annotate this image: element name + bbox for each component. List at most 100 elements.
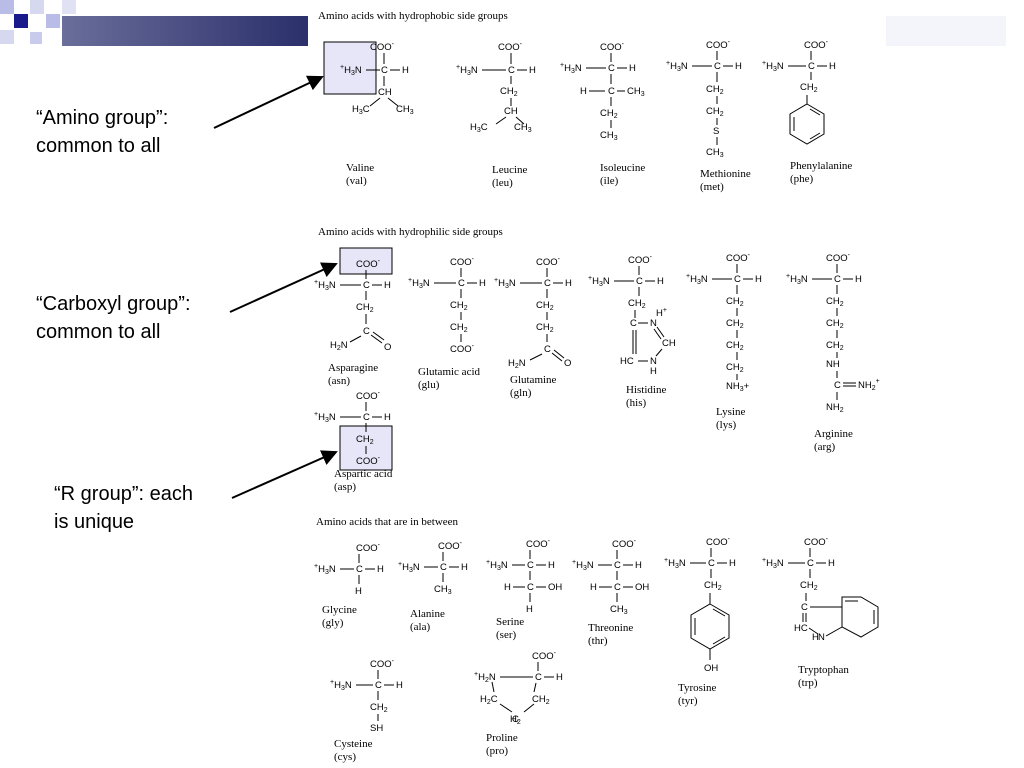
svg-text:NH2: NH2: [826, 402, 844, 414]
svg-text:H2N: H2N: [330, 340, 348, 352]
svg-text:H: H: [629, 63, 636, 74]
svg-text:C: C: [458, 278, 465, 289]
svg-text:NH2+: NH2+: [858, 378, 880, 392]
label-valine: Valine(val): [346, 162, 375, 187]
svg-text:C: C: [630, 318, 637, 329]
svg-text:COO-: COO-: [438, 540, 463, 552]
decor-square-light: [0, 30, 14, 44]
label-phenylalanine: Phenylalanine(phe): [790, 160, 853, 185]
svg-text:N: N: [650, 318, 657, 329]
svg-text:H2C: H2C: [480, 694, 498, 706]
carboxyl-group-arrow: [229, 262, 338, 313]
structure-proline: COO- +H2N C H H2C CH2 C H2: [474, 650, 563, 726]
callout-r-line2: is unique: [54, 511, 135, 533]
structure-serine: COO- +H3N C H H C OH H: [486, 538, 562, 615]
label-isoleucine: Isoleucine(ile): [600, 162, 646, 187]
label-glycine: Glycine(gly): [322, 604, 357, 629]
svg-text:H: H: [384, 280, 391, 291]
svg-text:C: C: [834, 274, 841, 285]
structure-histidine: COO- +H3N C H CH2 C N H+ CH N H HC: [588, 254, 676, 377]
section-title-hydrophilic: Amino acids with hydrophilic side groups: [318, 226, 503, 238]
callout-r-group: “R group”: each is unique: [54, 480, 193, 536]
svg-text:H: H: [650, 366, 657, 377]
svg-text:C: C: [834, 380, 841, 391]
svg-text:C: C: [608, 63, 615, 74]
svg-text:CH3: CH3: [434, 584, 452, 596]
svg-text:NH: NH: [826, 359, 840, 370]
svg-text:COO-: COO-: [804, 536, 829, 548]
structure-alanine: COO- +H3N C H CH3: [398, 540, 468, 596]
svg-text:H: H: [729, 558, 736, 569]
callout-amino-line2: common to all: [36, 135, 161, 157]
svg-text:H: H: [580, 86, 587, 97]
label-histidine: Histidine(his): [626, 384, 667, 409]
svg-text:C: C: [734, 274, 741, 285]
structure-isoleucine: COO- +H3N C H H C CH3 CH2 CH3: [560, 41, 645, 142]
svg-text:+H3N: +H3N: [762, 60, 784, 73]
svg-text:CH2: CH2: [726, 318, 744, 330]
slide-title-bar: [62, 16, 308, 46]
svg-text:+H2N: +H2N: [474, 671, 496, 684]
svg-text:S: S: [713, 126, 719, 137]
label-alanine: Alanine(ala): [410, 608, 445, 633]
svg-text:COO-: COO-: [356, 258, 381, 270]
svg-text:+H3N: +H3N: [314, 279, 336, 292]
svg-text:CH2: CH2: [600, 108, 618, 120]
svg-text:H: H: [565, 278, 572, 289]
svg-text:+H3N: +H3N: [666, 60, 688, 73]
svg-text:CH2: CH2: [356, 302, 374, 314]
structure-lysine: COO- +H3N C H CH2 CH2 CH2 CH2 NH3+: [686, 252, 762, 393]
svg-text:C: C: [363, 326, 370, 337]
svg-text:CH2: CH2: [826, 296, 844, 308]
slide-corner-decoration: [0, 0, 80, 60]
svg-text:CH2: CH2: [532, 694, 550, 706]
svg-text:CH2: CH2: [800, 82, 818, 94]
structure-glutamine: COO- +H3N C H CH2 CH2 C H2N O: [494, 256, 572, 370]
label-tryptophan: Tryptophan(trp): [798, 664, 849, 689]
svg-text:H3C: H3C: [470, 122, 488, 134]
svg-text:SH: SH: [370, 723, 383, 734]
svg-text:+H3N: +H3N: [314, 563, 336, 576]
structure-leucine: COO- +H3N C H CH2 CH H3C CH3: [456, 41, 536, 134]
structure-glutamic-acid: COO- +H3N C H CH2 CH2 COO-: [408, 256, 486, 355]
decor-square-light: [46, 14, 60, 28]
structure-glycine: COO- +H3N C H H: [314, 542, 384, 597]
svg-text:H: H: [377, 564, 384, 575]
svg-text:H: H: [461, 562, 468, 573]
structure-arginine: COO- +H3N C H CH2 CH2 CH2 NH C NH2+ NH2: [786, 252, 880, 414]
amino-group-highlight-box: [323, 41, 377, 95]
svg-text:CH3: CH3: [627, 86, 645, 98]
svg-text:N: N: [818, 632, 825, 643]
label-cysteine: Cysteine(cys): [334, 738, 373, 763]
svg-text:C: C: [708, 558, 715, 569]
svg-text:O: O: [384, 342, 391, 353]
svg-text:+H3N: +H3N: [786, 273, 808, 286]
label-tyrosine: Tyrosine(tyr): [678, 682, 717, 707]
svg-text:C: C: [636, 276, 643, 287]
svg-text:C: C: [714, 61, 721, 72]
structure-tyrosine: COO- +H3N C H CH2 OH: [664, 536, 736, 674]
amino-group-arrow: [213, 75, 324, 129]
section-title-hydrophobic: Amino acids with hydrophobic side groups: [318, 10, 508, 22]
label-glutamic-acid: Glutamic acid(glu): [418, 366, 481, 391]
svg-text:CH2: CH2: [450, 322, 468, 334]
r-group-arrow: [231, 450, 338, 499]
structure-threonine: COO- +H3N C H H C OH CH3: [572, 538, 649, 616]
svg-text:H: H: [657, 276, 664, 287]
svg-text:C: C: [808, 61, 815, 72]
svg-text:C: C: [535, 672, 542, 683]
svg-text:CH3: CH3: [514, 122, 532, 134]
svg-text:+H3N: +H3N: [572, 559, 594, 572]
svg-text:C: C: [801, 602, 808, 613]
svg-text:C: C: [608, 86, 615, 97]
svg-text:COO-: COO-: [526, 538, 551, 550]
svg-text:CH2: CH2: [628, 298, 646, 310]
label-arginine: Arginine(arg): [814, 428, 853, 453]
svg-text:H: H: [556, 672, 563, 683]
svg-text:OH: OH: [548, 582, 562, 593]
svg-text:HC: HC: [620, 356, 634, 367]
svg-text:CH: CH: [662, 338, 676, 349]
svg-text:+H3N: +H3N: [494, 277, 516, 290]
svg-text:H: H: [479, 278, 486, 289]
